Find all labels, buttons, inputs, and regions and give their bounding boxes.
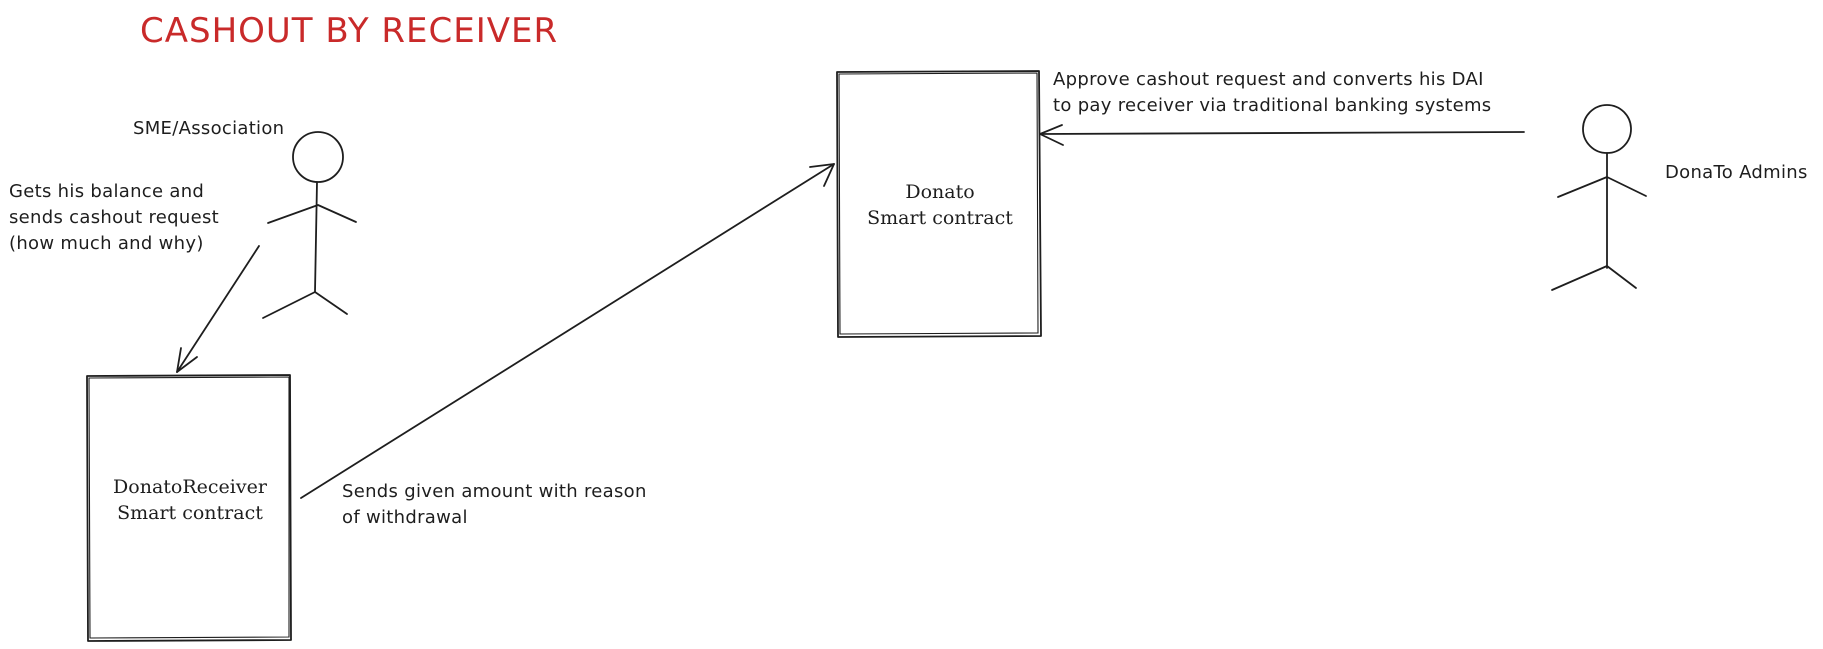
admin-approve-note: Approve cashout request and converts his… bbox=[1053, 69, 1491, 116]
sme-request-note: Gets his balance and sends cashout reque… bbox=[9, 181, 219, 254]
sme-request-line-2: sends cashout request bbox=[9, 207, 219, 228]
sme-request-line-1: Gets his balance and bbox=[9, 181, 204, 202]
sme-actor-head bbox=[292, 131, 344, 183]
sme-actor-label: SME/Association bbox=[133, 118, 284, 139]
arrow-sme-to-receiver-head bbox=[176, 347, 198, 373]
donato-receiver-box-sketch bbox=[88, 376, 290, 639]
sme-actor-legs bbox=[262, 291, 348, 319]
arrow-admins-to-donato-head bbox=[1039, 124, 1064, 146]
admin-approve-line-1: Approve cashout request and converts his… bbox=[1053, 69, 1484, 90]
admins-actor-head bbox=[1582, 104, 1632, 154]
donato-box-outline bbox=[836, 70, 1042, 338]
arrow-admins-to-donato bbox=[1039, 124, 1525, 146]
sme-actor: SME/Association bbox=[133, 118, 357, 319]
arrow-receiver-to-donato-line bbox=[300, 163, 835, 499]
sme-request-line-3: (how much and why) bbox=[9, 233, 204, 254]
diagram-title: CASHOUT BY RECEIVER bbox=[140, 11, 558, 51]
donato-box-line-1: Donato bbox=[905, 181, 974, 203]
admins-actor: DonaTo Admins bbox=[1551, 104, 1808, 291]
donato-receiver-box-line-1: DonatoReceiver bbox=[113, 476, 268, 498]
send-amount-line-2: of withdrawal bbox=[342, 507, 468, 528]
donato-receiver-box: DonatoReceiver Smart contract bbox=[86, 374, 292, 642]
donato-box-sketch bbox=[838, 72, 1039, 335]
admins-actor-label: DonaTo Admins bbox=[1665, 162, 1808, 183]
send-amount-note: Sends given amount with reason of withdr… bbox=[342, 481, 647, 528]
donato-receiver-box-line-2: Smart contract bbox=[117, 502, 263, 524]
send-amount-line-1: Sends given amount with reason bbox=[342, 481, 647, 502]
donato-box-line-2: Smart contract bbox=[867, 207, 1013, 229]
donato-receiver-box-outline bbox=[86, 374, 292, 642]
arrow-sme-to-receiver bbox=[176, 245, 260, 373]
sme-actor-arms bbox=[267, 204, 357, 224]
admin-approve-line-2: to pay receiver via traditional banking … bbox=[1053, 95, 1491, 116]
arrow-receiver-to-donato bbox=[300, 163, 835, 499]
admins-actor-arms bbox=[1557, 176, 1647, 198]
arrow-sme-to-receiver-line bbox=[176, 245, 260, 373]
arrow-receiver-to-donato-head bbox=[809, 163, 835, 187]
donato-box: Donato Smart contract bbox=[836, 70, 1042, 338]
sme-actor-body bbox=[314, 181, 318, 293]
arrow-admins-to-donato-line bbox=[1039, 131, 1525, 135]
admins-actor-legs bbox=[1551, 265, 1637, 291]
